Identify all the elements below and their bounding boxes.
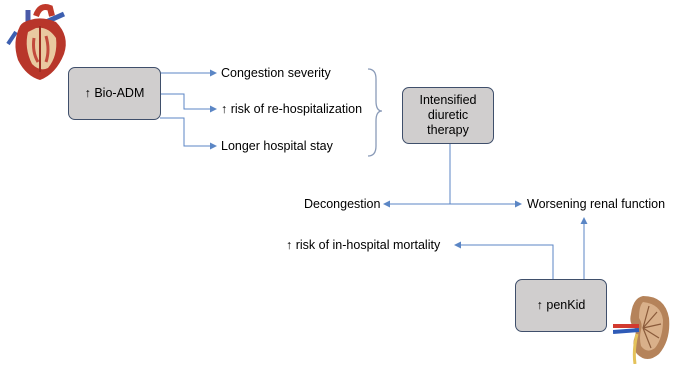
arrow-therapy-decongestion — [383, 144, 451, 208]
therapy-line-2: diuretic — [427, 108, 469, 122]
penkid-label: ↑ penKid — [536, 298, 586, 312]
heart-icon — [6, 4, 66, 80]
mortality-label: ↑ risk of in-hospital mortality — [286, 238, 441, 252]
congestion-severity-label: Congestion severity — [221, 66, 331, 80]
decongestion-label: Decongestion — [304, 197, 381, 211]
bioadm-box: ↑ Bio-ADM — [68, 67, 161, 120]
rehospitalization-label: ↑ risk of re-hospitalization — [221, 102, 363, 116]
arrow-bioadm-longer-stay — [160, 117, 217, 150]
outcome-bracket — [367, 68, 383, 157]
worsening-renal-label: Worsening renal function — [527, 197, 666, 211]
intensified-therapy-box: Intensified diuretic therapy — [402, 87, 494, 144]
longer-stay-label: Longer hospital stay — [221, 139, 333, 153]
kidney-icon — [613, 296, 670, 364]
penkid-box: ↑ penKid — [515, 279, 607, 332]
therapy-line-1: Intensified — [419, 93, 477, 107]
arrow-bioadm-rehosp — [160, 93, 217, 113]
therapy-line-3: therapy — [427, 123, 469, 137]
bioadm-label: ↑ Bio-ADM — [84, 86, 145, 100]
arrow-penkid-mortality — [454, 241, 554, 279]
